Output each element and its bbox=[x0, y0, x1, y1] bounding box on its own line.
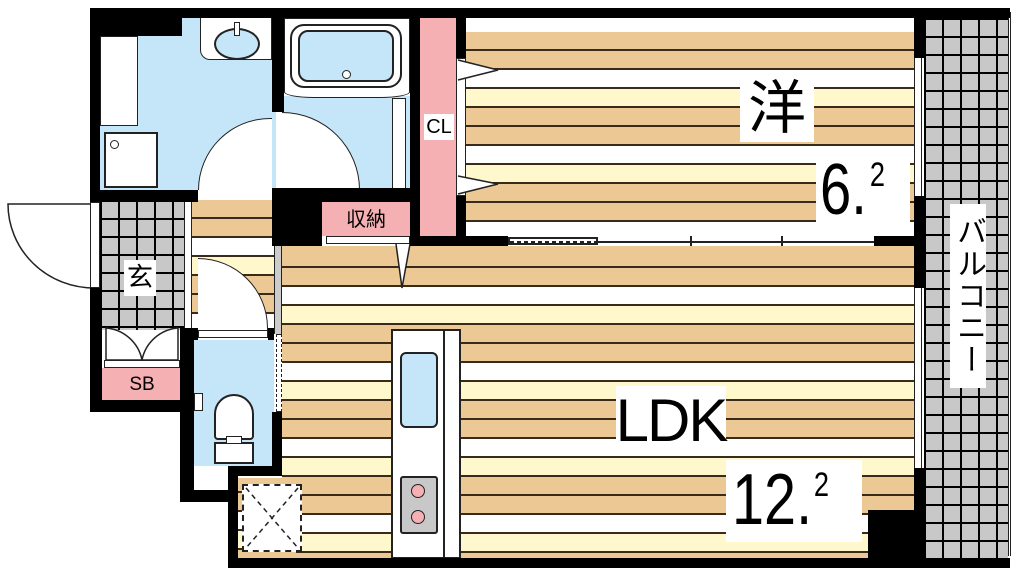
closet-door-track bbox=[456, 58, 466, 196]
western-window[interactable] bbox=[914, 58, 922, 196]
wall bbox=[914, 8, 924, 58]
wall bbox=[180, 328, 198, 340]
western-room-size-sup: 2 bbox=[869, 156, 886, 194]
closet-label: CL bbox=[424, 114, 454, 140]
burner-icon bbox=[411, 510, 425, 524]
burner-icon bbox=[411, 484, 425, 498]
entrance-label: 玄 bbox=[124, 260, 156, 296]
bathtub-drain-icon bbox=[342, 70, 351, 79]
toilet-bowl-icon bbox=[214, 394, 254, 440]
toilet-vent bbox=[276, 334, 282, 412]
refrigerator-x-icon bbox=[245, 487, 299, 549]
ldk-label: LDK bbox=[615, 386, 728, 456]
wall bbox=[90, 400, 194, 412]
closet-door-icon bbox=[457, 59, 499, 195]
shoebox-area bbox=[102, 368, 182, 400]
ldk-door-frame[interactable] bbox=[274, 246, 282, 334]
wall bbox=[90, 8, 1010, 18]
sliding-door-panel bbox=[508, 237, 598, 245]
shoebox-door-icon bbox=[105, 327, 179, 361]
wall bbox=[410, 8, 420, 246]
counter-divider bbox=[443, 329, 445, 559]
shoebox-track bbox=[104, 360, 180, 368]
wall bbox=[868, 510, 924, 566]
wall bbox=[456, 8, 466, 58]
wall bbox=[272, 412, 282, 476]
floor-edge bbox=[466, 20, 914, 32]
paper-holder-icon bbox=[194, 393, 203, 411]
wall bbox=[456, 196, 466, 246]
ldk-size: 12. 2 bbox=[726, 460, 862, 542]
balcony-rail bbox=[1008, 12, 1011, 556]
wall bbox=[228, 474, 238, 568]
bathroom-shelf bbox=[392, 98, 406, 190]
wall bbox=[410, 236, 508, 246]
toilet-door-frame bbox=[198, 330, 268, 338]
balcony-label: バルコニー bbox=[950, 204, 986, 388]
wall bbox=[90, 8, 182, 36]
ldk-size-main: 12. bbox=[732, 460, 813, 540]
ldk-window[interactable] bbox=[914, 288, 922, 468]
ldk-size-sup: 2 bbox=[813, 466, 830, 504]
storage-door-icon bbox=[395, 244, 411, 289]
washroom-counter bbox=[100, 36, 138, 126]
wall bbox=[180, 328, 194, 502]
toilet-hinge bbox=[226, 436, 242, 444]
storage-area bbox=[322, 202, 410, 236]
toilet-step bbox=[194, 466, 234, 492]
western-room-label: 洋 bbox=[740, 74, 814, 142]
storage-label: 収納 bbox=[346, 207, 386, 231]
western-room-size-main: 6. bbox=[820, 150, 867, 230]
western-room-size: 6. 2 bbox=[816, 150, 910, 232]
toilet-tank-icon bbox=[214, 442, 254, 464]
wall bbox=[282, 188, 420, 202]
door-tick bbox=[781, 236, 783, 246]
wall bbox=[874, 236, 914, 246]
wall bbox=[914, 196, 924, 288]
wall bbox=[90, 288, 102, 412]
wall bbox=[228, 558, 1010, 568]
kitchen-sink-icon bbox=[400, 352, 438, 428]
drain-icon bbox=[110, 140, 119, 149]
entrance-door-swing bbox=[7, 203, 95, 289]
hall-frame bbox=[184, 200, 192, 330]
wall bbox=[90, 190, 198, 202]
storage-door-track bbox=[326, 236, 410, 244]
shoebox-label: SB bbox=[129, 373, 155, 395]
wall bbox=[90, 8, 100, 202]
faucet-icon bbox=[234, 22, 240, 36]
wall bbox=[268, 328, 274, 340]
wall bbox=[228, 466, 282, 476]
wall bbox=[180, 490, 238, 502]
door-tick bbox=[690, 236, 692, 246]
wall bbox=[272, 8, 284, 112]
sliding-door-line bbox=[598, 241, 878, 243]
entrance-door[interactable] bbox=[90, 202, 100, 288]
